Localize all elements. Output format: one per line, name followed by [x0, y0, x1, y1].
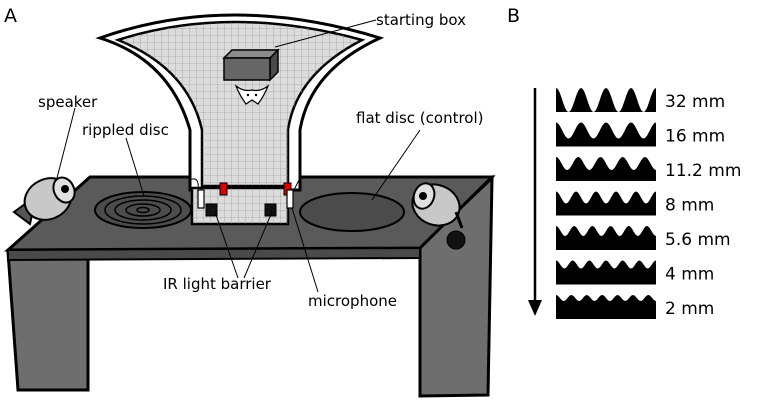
bat-icon: [234, 84, 270, 105]
ir-light-barrier-label: IR light barrier: [163, 275, 272, 293]
ripple-sample-profile: [556, 122, 656, 147]
speaker-right: [411, 182, 466, 250]
leader-lines: [56, 19, 421, 293]
ripple-samples: 32 mm 16 mm 11.2 mm 8 mm 5.6 mm 4 mm 2 mm: [556, 88, 741, 319]
microphone-left: [197, 189, 205, 209]
speaker-label: speaker: [38, 93, 98, 111]
ripple-sample-profile: [556, 226, 656, 250]
flat-disc-label: flat disc (control): [356, 109, 484, 127]
speaker-left: [12, 176, 76, 226]
ripple-sample-label: 11.2 mm: [665, 161, 741, 181]
ripple-sample-label: 16 mm: [665, 127, 725, 147]
ripple-sample-profile: [556, 295, 656, 319]
panel-a-letter: A: [4, 5, 17, 27]
rippled-disc-label: rippled disc: [82, 121, 169, 139]
panel-b: B 32 mm 16 mm 11.2 mm 8 mm 5.6 mm 4 mm 2 mm: [507, 5, 741, 319]
funnel: [95, 13, 385, 226]
ripple-sample-profile: [556, 260, 656, 285]
ir-sensor-right: [264, 203, 277, 217]
ripple-sample-label: 2 mm: [665, 299, 714, 319]
microphone-right: [286, 189, 294, 209]
ir-marker-left: [219, 182, 228, 196]
table-left-leg: [6, 250, 90, 392]
ripple-sample-profile: [556, 88, 656, 112]
panel-b-letter: B: [507, 5, 520, 27]
ripple-sample-label: 5.6 mm: [665, 230, 731, 250]
starting-box-label: starting box: [376, 11, 466, 29]
ripple-sample-profile: [556, 191, 656, 216]
panel-a: A: [4, 5, 496, 398]
rippled-disc: [94, 191, 192, 229]
ir-sensor-left: [205, 203, 218, 217]
flat-disc: [299, 192, 405, 232]
microphone-label: microphone: [308, 292, 397, 310]
ripple-sample-profile: [556, 157, 656, 181]
ripple-sample-label: 8 mm: [665, 196, 714, 216]
ripple-sample-label: 4 mm: [665, 265, 714, 285]
ripple-sample-label: 32 mm: [665, 92, 725, 112]
starting-box: [222, 48, 280, 82]
